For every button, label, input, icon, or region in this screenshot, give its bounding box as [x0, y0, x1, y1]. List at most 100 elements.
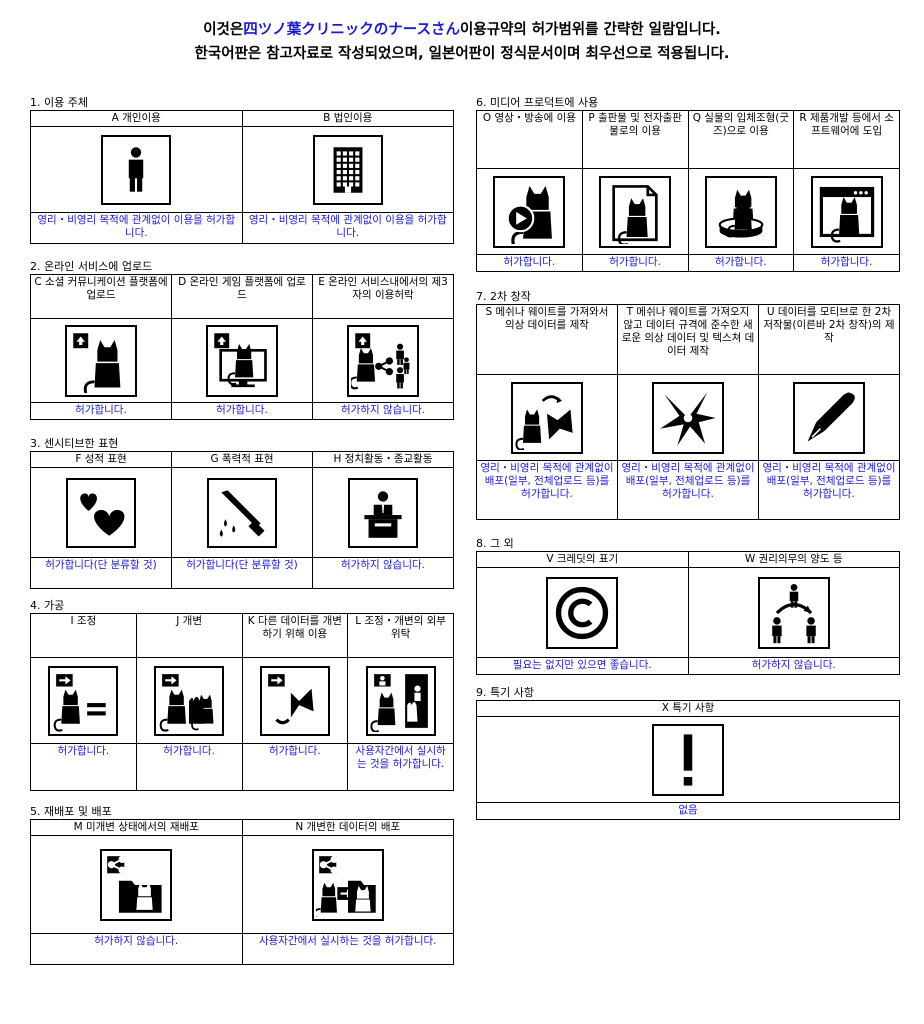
permission-item: S 메쉬나 웨이트를 가져와서 의상 데이터를 제작 영리・비영리 목적에 관계…: [477, 305, 617, 519]
item-icon-cell: [794, 169, 899, 255]
item-status: 영리・비영리 목적에 관계없이 배포(일부, 전체업로드 등)를 허가합니다.: [480, 462, 614, 500]
permission-item: L 조정・개변의 외부위탁 사용자간에서 실시하는 것을 허가합니다.: [347, 614, 453, 790]
item-label: K 다른 데이터를 개변하기 위해 이용: [242, 614, 348, 658]
header-line-2: 한국어판은 참고자료로 작성되었으며, 일본어판이 정식문서이며 최우선으로 적…: [194, 46, 730, 62]
page-header: 이것은四ツノ葉クリニックのナースさん이용규약의 허가범위를 간략한 일람입니다.…: [0, 18, 924, 66]
item-icon-cell: [477, 717, 899, 803]
permission-item: D 온라인 게임 플랫폼에 업로드 허가합니다.: [171, 275, 312, 419]
item-label: Q 실물의 입체조형(굿즈)으로 이용: [688, 111, 794, 169]
item-label: B 법인이용: [242, 111, 453, 127]
item-label: A 개인이용: [31, 111, 242, 127]
item-label: V 크레딧의 표기: [477, 552, 688, 568]
item-label: J 개변: [136, 614, 242, 658]
item-label: M 미개변 상태에서의 재배포: [31, 820, 242, 836]
exclamation-icon: [652, 723, 724, 796]
item-status: 영리・비영리 목적에 관계없이 이용을 허가합니다.: [37, 214, 236, 239]
permission-table: S 메쉬나 웨이트를 가져와서 의상 데이터를 제작 영리・비영리 목적에 관계…: [476, 304, 900, 520]
item-status: 허가합니다.: [503, 256, 556, 268]
item-status: 허가합니다.: [820, 256, 873, 268]
outsource-icon: [365, 665, 436, 736]
item-icon-cell: [313, 468, 453, 558]
item-status: 영리・비영리 목적에 관계없이 이용을 허가합니다.: [248, 214, 447, 239]
permission-item: N 개변한 데이터의 배포 사용자간에서 실시하는 것을 허가합니다.: [241, 820, 453, 964]
knife-icon: [207, 477, 277, 548]
section-title: 8. 그 외: [476, 537, 514, 550]
building-icon: [312, 134, 383, 205]
section-title: 1. 이용 주체: [30, 96, 88, 109]
item-icon-cell: [31, 127, 242, 213]
permission-item: Q 실물의 입체조형(굿즈)으로 이용 허가합니다.: [687, 111, 794, 271]
section-title: 2. 온라인 서비스에 업로드: [30, 260, 153, 273]
item-label: X 특기 사항: [477, 701, 899, 717]
section-title: 7. 2차 창작: [476, 290, 531, 303]
item-status: 허가하지 않습니다.: [751, 659, 836, 671]
section-title: 3. 센시티브한 표현: [30, 437, 119, 450]
ribbon-icon: [652, 381, 724, 454]
copyright-icon: [546, 576, 619, 649]
item-label: W 권리의무의 양도 등: [688, 552, 899, 568]
item-icon-cell: [242, 658, 348, 744]
section-title: 4. 가공: [30, 599, 65, 612]
item-label: S 메쉬나 웨이트를 가져와서 의상 데이터를 제작: [477, 305, 617, 375]
permission-item: T 메쉬나 웨이트를 가져오지 않고 데이터 규격에 준수한 새로운 의상 데이…: [617, 305, 758, 519]
item-status: 허가합니다.: [75, 404, 127, 416]
item-status: 필요는 없지만 있으면 좋습니다.: [512, 659, 652, 671]
item-label: H 정치활동・종교활동: [313, 452, 453, 468]
permission-item: C 소셜 커뮤니케이션 플랫폼에 업로드 허가합니다.: [31, 275, 171, 419]
item-label: O 영상・방송에 이용: [477, 111, 582, 169]
item-icon-cell: [477, 375, 617, 461]
header-line-1: 이것은四ツノ葉クリニックのナースさん이용규약의 허가범위를 간략한 일람입니다.: [0, 18, 924, 42]
item-status: 허가하지 않습니다.: [94, 935, 179, 947]
item-icon-cell: [172, 468, 312, 558]
item-label: G 폭력적 표현: [172, 452, 312, 468]
item-status: 허가합니다.: [609, 256, 661, 268]
clothing-icon: [511, 381, 583, 454]
brand-name: 四ツノ葉クリニックのナースさん: [243, 22, 461, 38]
item-label: R 제품개발 등에서 소프트웨어에 도입: [794, 111, 899, 169]
distribute-modified-icon: [311, 848, 384, 921]
item-icon-cell: [688, 169, 794, 255]
item-status: 사용자간에서 실시하는 것을 허가합니다.: [355, 745, 446, 770]
upload-character-icon: [65, 324, 137, 397]
upload-share-icon: [347, 324, 419, 397]
item-status: 허가합니다.: [163, 745, 215, 757]
permission-item: O 영상・방송에 이용 허가합니다.: [477, 111, 582, 271]
permission-item: I 조정 허가합니다.: [31, 614, 136, 790]
item-icon-cell: [582, 169, 688, 255]
transfer-icon: [757, 576, 830, 649]
item-status: 허가합니다.: [715, 256, 767, 268]
software-icon: [810, 175, 883, 248]
permission-table: C 소셜 커뮤니케이션 플랫폼에 업로드 허가합니다.D 온라인 게임 플랫폼에…: [30, 274, 454, 420]
item-icon-cell: [242, 836, 453, 934]
item-status: 허가합니다.: [216, 404, 268, 416]
parts-icon: [259, 665, 330, 736]
item-label: E 온라인 서비스내에서의 제3자의 이용허락: [313, 275, 453, 319]
item-icon-cell: [477, 568, 688, 658]
item-label: P 출판물 및 전자출판물로의 이용: [582, 111, 688, 169]
permission-item: E 온라인 서비스내에서의 제3자의 이용허락 허가하지 않습니다.: [312, 275, 453, 419]
item-icon-cell: [688, 568, 899, 658]
item-icon-cell: [348, 658, 453, 744]
permission-item: P 출판물 및 전자출판물로의 이용 허가합니다.: [581, 111, 688, 271]
item-label: L 조정・개변의 외부위탁: [348, 614, 453, 658]
permission-item: J 개변 허가합니다.: [135, 614, 242, 790]
